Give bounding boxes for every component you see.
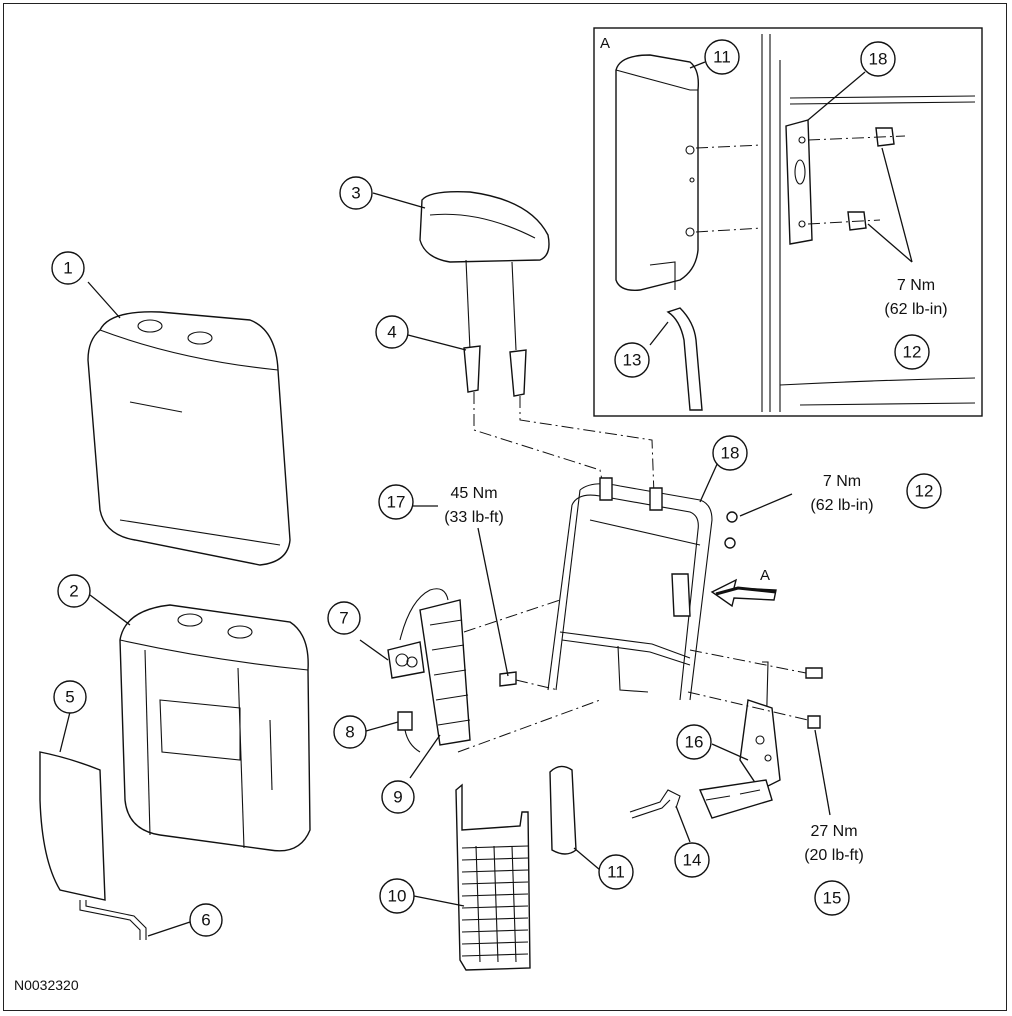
callout-18: 18 [712,435,748,471]
callout-5: 5 [53,680,87,714]
headrest [372,190,550,351]
figure-frame [3,3,1007,1011]
detail-seatback [615,54,700,291]
back-panel [39,711,106,901]
svg-text:18: 18 [721,444,740,463]
view-arrow-a: A [710,567,777,608]
seatback-cover [87,281,291,566]
svg-text:(62 lb-in): (62 lb-in) [810,497,873,514]
callout-4: 4 [375,315,409,349]
svg-text:11: 11 [713,48,731,67]
trim-cover [549,765,601,871]
callout-17: 17 [378,484,414,520]
seat-frame [547,461,719,701]
callout-2: 2 [57,574,91,608]
recliner [687,649,831,819]
callout-15: 15 [814,880,850,916]
torque-spec-15: 27 Nm (20 lb-ft) [804,823,864,864]
torque-spec-12-detail: 7 Nm (62 lb-in) [884,277,947,318]
callout-18-detail: 18 [860,41,896,77]
callout-11: 11 [598,854,634,890]
callout-16: 16 [676,724,712,760]
svg-text:18: 18 [869,50,888,69]
svg-text:9: 9 [393,788,402,807]
svg-text:4: 4 [387,323,396,342]
svg-text:2: 2 [69,582,78,601]
svg-text:12: 12 [903,343,922,362]
callout-12: 12 [906,473,942,509]
svg-text:14: 14 [683,851,702,870]
svg-text:15: 15 [823,889,842,908]
svg-text:17: 17 [387,493,406,512]
svg-text:45 Nm: 45 Nm [450,485,497,502]
detail-view-label: A [600,35,610,52]
svg-text:8: 8 [345,723,354,742]
callout-1: 1 [51,251,85,285]
svg-text:(20 lb-ft): (20 lb-ft) [804,847,864,864]
callout-13: 13 [614,342,650,378]
svg-text:7 Nm: 7 Nm [823,473,861,490]
rod [79,900,191,940]
svg-text:11: 11 [607,863,625,882]
callout-8: 8 [333,715,367,749]
svg-text:5: 5 [65,688,74,707]
svg-text:3: 3 [351,184,360,203]
callout-6: 6 [189,903,223,937]
callout-12-detail: 12 [894,334,930,370]
callout-14: 14 [674,842,710,878]
callout-10: 10 [379,878,415,914]
svg-text:12: 12 [915,482,934,501]
bolt-17 [412,505,559,691]
svg-text:7: 7 [339,609,348,628]
torque-spec-17: 45 Nm (33 lb-ft) [444,485,504,526]
release-handle [629,789,691,843]
detail-cable [666,307,703,411]
svg-text:6: 6 [201,911,210,930]
detail-bracket [785,119,813,245]
svg-text:(33 lb-ft): (33 lb-ft) [444,509,504,526]
svg-text:10: 10 [388,887,407,906]
nuts-12 [724,493,793,549]
rear-panel [413,783,531,971]
svg-text:13: 13 [623,351,642,370]
view-arrow-label: A [760,567,770,584]
svg-text:1: 1 [63,259,72,278]
callout-9: 9 [381,780,415,814]
lumbar-assembly [359,588,601,779]
svg-text:7 Nm: 7 Nm [897,277,935,294]
seatback-pad [89,594,311,852]
callout-3: 3 [339,176,373,210]
svg-text:(62 lb-in): (62 lb-in) [884,301,947,318]
svg-text:16: 16 [685,733,704,752]
callout-7: 7 [327,601,361,635]
svg-text:27 Nm: 27 Nm [810,823,857,840]
torque-spec-12: 7 Nm (62 lb-in) [810,473,873,514]
callout-11-detail: 11 [704,39,740,75]
figure-id: N0032320 [14,977,79,993]
